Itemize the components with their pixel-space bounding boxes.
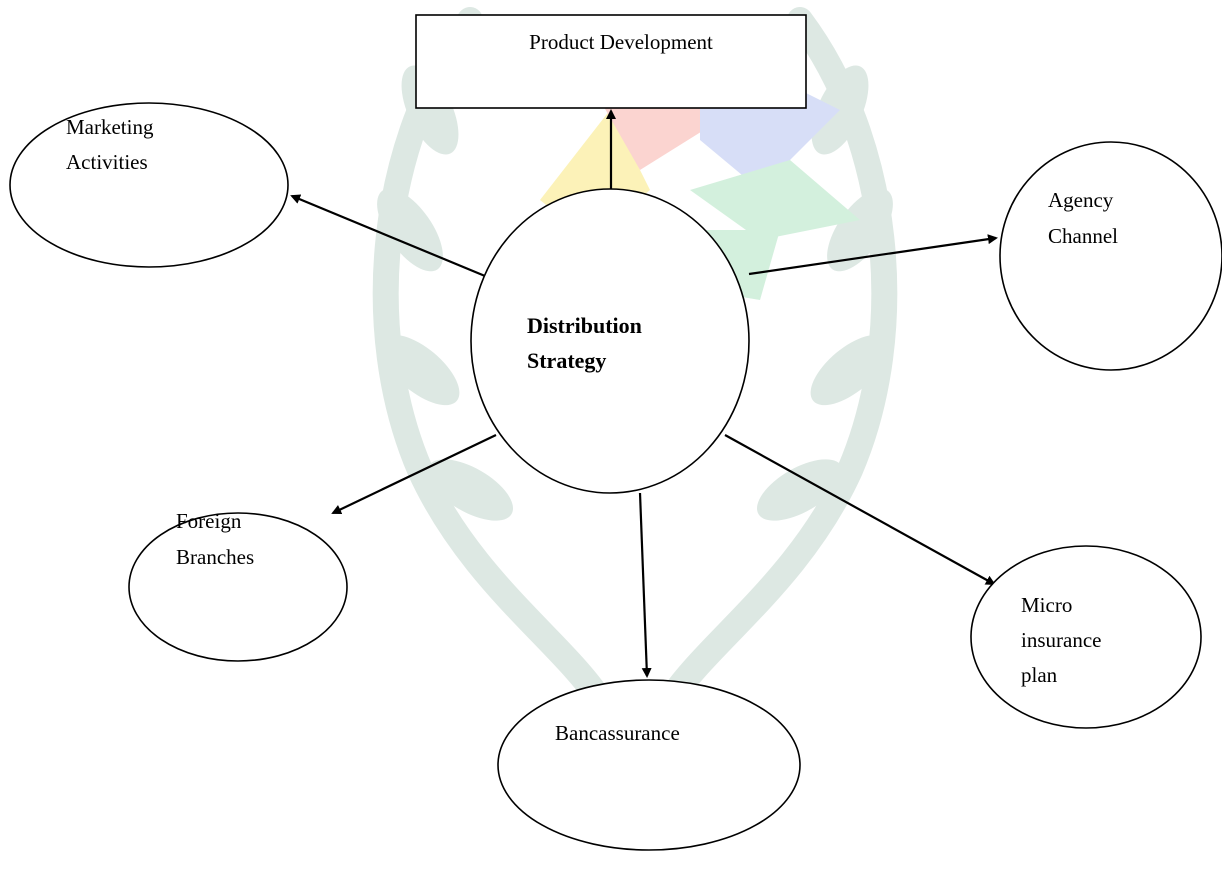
product-development-label: Product Development [529,30,713,54]
node-product-development: Product Development [415,14,807,109]
agency-channel-label-line1: Agency [1048,188,1114,212]
arrow-to-foreign-branches [331,434,497,515]
foreign-branches-label-line1: Foreign [176,509,242,533]
foreign-branches-label-line2: Branches [176,545,254,569]
marketing-activities-label-line2: Activities [66,150,148,174]
agency-channel-label-line2: Channel [1048,224,1118,248]
marketing-activities-ellipse [9,102,289,268]
connectors [290,109,998,678]
product-development-box [415,14,807,109]
node-marketing-activities: Marketing Activities [9,102,289,268]
bancassurance-label: Bancassurance [555,721,680,745]
agency-channel-ellipse [999,141,1222,371]
node-foreign-branches: Foreign Branches [128,509,348,662]
arrow-to-agency-channel [748,234,998,276]
marketing-activities-label-line1: Marketing [66,115,154,139]
foreign-branches-ellipse [128,512,348,662]
arrow-to-micro-insurance-plan [724,434,996,585]
micro-insurance-label-line1: Micro [1021,593,1072,617]
arrow-to-bancassurance [638,492,652,678]
micro-insurance-label-line2: insurance [1021,628,1101,652]
micro-insurance-label-line3: plan [1021,663,1058,687]
node-agency-channel: Agency Channel [999,141,1222,371]
bancassurance-ellipse [497,679,801,851]
micro-insurance-plan-ellipse [970,545,1202,729]
node-distribution-strategy: Distribution Strategy [470,188,750,494]
distribution-strategy-ellipse [470,188,750,494]
distribution-strategy-label-line2: Strategy [527,348,606,373]
node-micro-insurance-plan: Micro insurance plan [970,545,1202,729]
node-bancassurance: Bancassurance [497,679,801,851]
distribution-strategy-label-line1: Distribution [527,313,642,338]
arrow-to-marketing-activities [290,194,486,278]
